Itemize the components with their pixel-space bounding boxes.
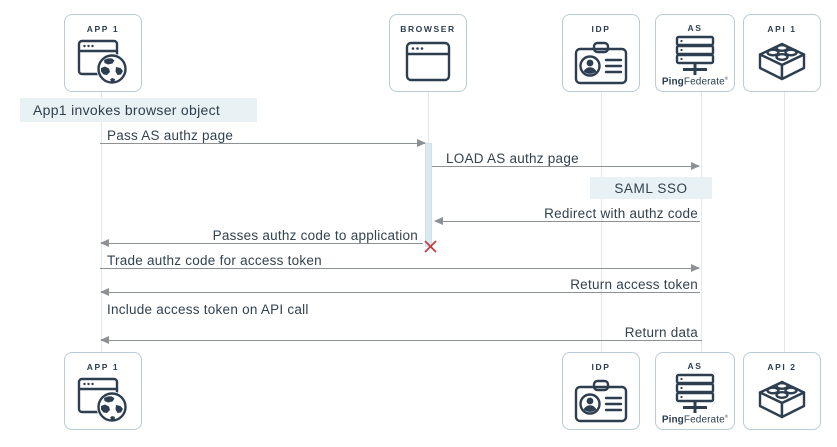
message-label: Trade authz code for access token (107, 253, 322, 268)
server-stack-icon (675, 373, 715, 413)
lifeline-browser (428, 91, 429, 144)
actor-label: BROWSER (400, 24, 456, 34)
message-label: Return access token (570, 277, 698, 292)
actor-box-browser-top: BROWSER (389, 14, 467, 92)
message-arrow-return-access-token (100, 287, 700, 296)
actor-label: APP 1 (86, 24, 120, 34)
id-badge-icon (574, 379, 628, 423)
actor-box-api1-top: API 1 (743, 14, 821, 92)
actor-box-as-top: AS PingFederate® (655, 14, 735, 92)
message-arrow-return-data (100, 335, 702, 344)
actor-box-idp-bottom: IDP (562, 352, 640, 430)
actor-label: AS (687, 23, 703, 33)
actor-label: AS (687, 361, 703, 371)
error-x-icon (424, 240, 437, 253)
arrowhead (417, 138, 426, 147)
server-stack-icon (675, 35, 715, 75)
id-badge-icon (574, 41, 628, 85)
message-arrow-trade-authz-code (100, 263, 700, 272)
actor-box-app1-top: APP 1 (64, 14, 142, 92)
actor-label: API 1 (767, 24, 797, 34)
pingfederate-logo: PingFederate® (661, 76, 729, 88)
browser-activation-bar (425, 143, 432, 247)
message-arrow-redirect-authz-code (434, 216, 700, 225)
note-saml-sso: SAML SSO (590, 177, 712, 199)
lifeline-app1 (101, 92, 102, 352)
note-text: App1 invokes browser object (33, 102, 221, 118)
arrowhead (691, 263, 700, 272)
browser-window-icon (405, 41, 451, 82)
message-label: Return data (624, 325, 698, 340)
arrowhead (434, 216, 443, 225)
message-arrow-pass-authz-page (100, 138, 426, 147)
actor-label: API 2 (767, 362, 797, 372)
browser-globe-icon (77, 377, 128, 423)
actor-label: IDP (591, 362, 611, 372)
lifeline-api (784, 92, 785, 352)
lego-brick-icon (758, 380, 806, 419)
pingfederate-logo: PingFederate® (661, 414, 729, 426)
arrowhead (100, 335, 109, 344)
actor-box-idp-top: IDP (562, 14, 640, 92)
message-label: LOAD AS authz page (446, 151, 579, 166)
message-label: Redirect with authz code (544, 206, 698, 221)
message-arrow-load-authz-page (432, 161, 700, 170)
arrowhead (100, 238, 109, 247)
actor-label: IDP (591, 24, 611, 34)
actor-box-as-bottom: AS PingFederate® (655, 352, 735, 430)
arrowhead (691, 161, 700, 170)
lifeline-as (701, 92, 702, 352)
message-arrow-passes-authz-code (100, 238, 423, 247)
actor-box-app1-bottom: APP 1 (64, 352, 142, 430)
message-label: Passes authz code to application (212, 228, 418, 243)
note-text: SAML SSO (614, 180, 688, 196)
lego-brick-icon (758, 42, 806, 81)
actor-label: APP 1 (86, 362, 120, 372)
arrowhead (100, 287, 109, 296)
message-label: Include access token on API call (107, 302, 309, 317)
note-app1-invokes: App1 invokes browser object (20, 98, 257, 122)
actor-box-api2-bottom: API 2 (743, 352, 821, 430)
lifeline-idp (601, 92, 602, 352)
browser-globe-icon (77, 39, 128, 85)
message-label: Pass AS authz page (107, 128, 234, 143)
